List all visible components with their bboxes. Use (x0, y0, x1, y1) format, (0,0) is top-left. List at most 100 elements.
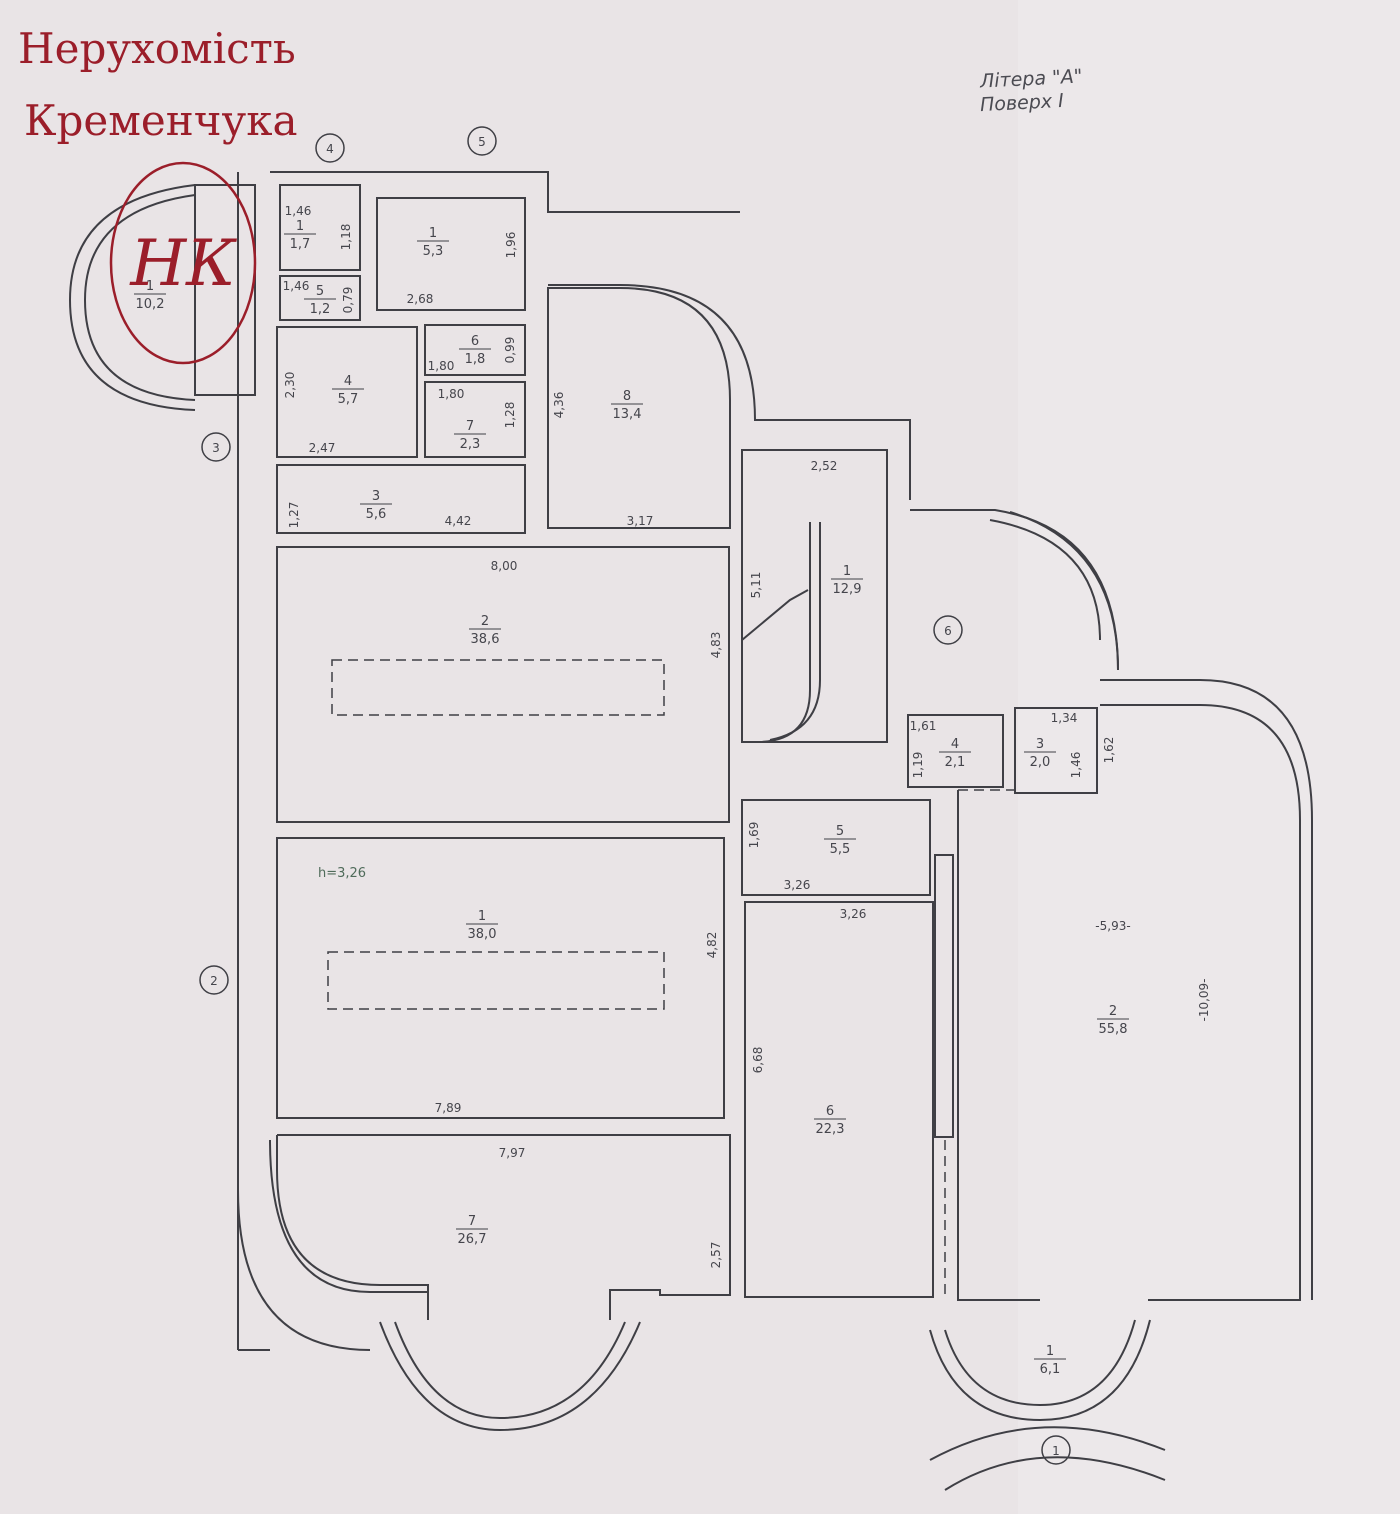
room-area: 5,5 (830, 842, 851, 857)
dimension-label: 4,36 (552, 392, 566, 419)
dimension-label: 1,69 (747, 822, 761, 849)
dimension-label: 1,62 (1102, 737, 1116, 764)
room-label: 238,6 (469, 614, 501, 647)
room-number: 7 (466, 419, 474, 434)
room-wc (279, 184, 361, 271)
room-number: 1 (296, 219, 304, 234)
room-number: 4 (951, 737, 959, 752)
dimension-label: 3,17 (627, 514, 654, 528)
room-label: 813,4 (611, 389, 643, 422)
ceiling-height-note: h=3,26 (318, 866, 366, 881)
room-area: 10,2 (136, 297, 165, 312)
dashed-elements (327, 659, 1015, 1295)
room-number: 1 (146, 279, 154, 294)
room-area: 5,6 (366, 507, 387, 522)
dimension-label: 0,99 (503, 337, 517, 364)
room-label: 15,3 (417, 226, 449, 259)
room-label: 255,8 (1097, 1004, 1129, 1037)
dimension-label: 1,46 (285, 204, 312, 218)
room-area: 26,7 (458, 1232, 487, 1247)
dimension-label: 2,52 (811, 459, 838, 473)
room-3-56 (276, 464, 526, 534)
walls (68, 171, 1313, 1491)
watermark-title: Нерухомість (18, 24, 296, 73)
room-5-small (279, 275, 361, 321)
dimension-label: 1,80 (428, 359, 455, 373)
dimension-label: 4,42 (445, 514, 472, 528)
room-number: 1 (1046, 1344, 1054, 1359)
room-number: 5 (316, 284, 324, 299)
dimension-label: 4,82 (705, 932, 719, 959)
dimension-label: 1,61 (910, 719, 937, 733)
dimension-label: 0,79 (341, 287, 355, 314)
room-area: 5,7 (338, 392, 359, 407)
room-6-18 (424, 324, 526, 376)
axis-marker-2: 2 (199, 965, 229, 995)
dimension-label: -5,93- (1095, 919, 1130, 933)
svg-text:3: 3 (212, 441, 220, 455)
dimension-label: 5,11 (749, 572, 763, 599)
room-number: 6 (826, 1104, 834, 1119)
svg-text:2: 2 (210, 974, 218, 988)
room-1-129-stair (741, 449, 888, 743)
room-7-23 (424, 381, 526, 458)
floor-label: Поверх І (979, 89, 1065, 117)
room-label: 32,0 (1024, 737, 1056, 770)
room-number: 2 (1109, 1004, 1117, 1019)
room-number: 7 (468, 1214, 476, 1229)
room-area: 13,4 (613, 407, 642, 422)
dimension-label: 1,34 (1051, 711, 1078, 725)
dimension-label: 1,19 (911, 752, 925, 779)
dimension-label: 8,00 (491, 559, 518, 573)
room-number: 2 (481, 614, 489, 629)
room-7-267 (277, 1134, 731, 1320)
watermark-subtitle: Кременчука (24, 96, 298, 145)
axis-marker-5: 5 (467, 126, 497, 156)
room-4-21 (907, 714, 1004, 788)
room-area: 2,3 (460, 437, 481, 452)
axis-marker-3: 3 (201, 432, 231, 462)
dimension-label: 1,96 (504, 232, 518, 259)
dimension-label: 2,47 (309, 441, 336, 455)
room-2-558 (1100, 704, 1301, 1301)
dimension-label: 7,89 (435, 1101, 462, 1115)
room-4-57 (276, 326, 418, 458)
stair-left (194, 184, 256, 396)
dimension-label: 4,83 (709, 632, 723, 659)
axis-marker-4: 4 (315, 133, 345, 163)
room-area: 22,3 (816, 1122, 845, 1137)
dimension-label: 6,68 (751, 1047, 765, 1074)
room-number: 8 (623, 389, 631, 404)
room-area: 38,0 (468, 927, 497, 942)
room-label: 61,8 (459, 334, 491, 367)
room-3-20 (1014, 707, 1098, 794)
dimension-label: 1,46 (283, 279, 310, 293)
axis-markers: 1 2 3 4 5 6 (199, 126, 1071, 1465)
room-number: 5 (836, 824, 844, 839)
room-number: 1 (843, 564, 851, 579)
svg-text:4: 4 (326, 142, 334, 156)
room-label: 16,1 (1034, 1344, 1066, 1377)
dimension-label: 1,27 (287, 502, 301, 529)
svg-text:НК: НК (129, 227, 237, 301)
room-area: 1,8 (465, 352, 486, 367)
axis-marker-6: 6 (933, 615, 963, 645)
room-area: 1,7 (290, 237, 311, 252)
dimension-label: 2,68 (407, 292, 434, 306)
room-area: 12,9 (833, 582, 862, 597)
dimension-label: 2,57 (709, 1242, 723, 1269)
dimension-label: 1,80 (438, 387, 465, 401)
sheet-fold-panel (1018, 0, 1400, 1514)
room-number: 3 (372, 489, 380, 504)
room-2-386 (276, 546, 730, 823)
room-label: 55,5 (824, 824, 856, 857)
room-number: 4 (344, 374, 352, 389)
dimension-label: 1,46 (1069, 752, 1083, 779)
dimension-label: 1,28 (503, 402, 517, 429)
dimension-label: 2,30 (283, 372, 297, 399)
room-1-380 (276, 837, 725, 1119)
room-label: 72,3 (454, 419, 486, 452)
room-6-223 (744, 901, 934, 1298)
